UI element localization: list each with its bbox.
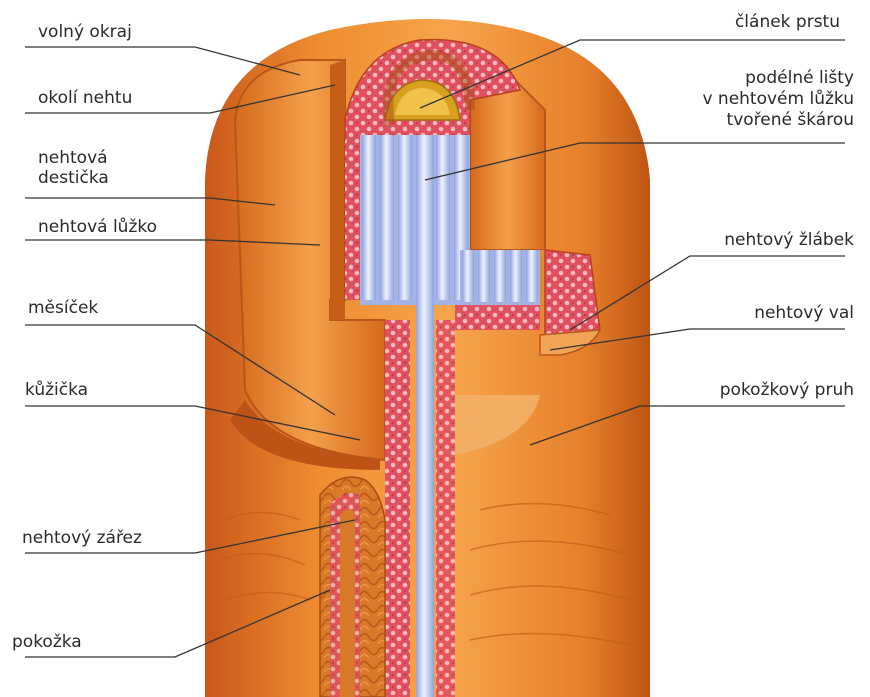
label-podelne-listy: podélné lišty v nehtovém lůžku tvořené š… (702, 68, 854, 131)
leader-nehtove-luzko (25, 240, 320, 245)
leader-podelne-listy (425, 143, 845, 180)
label-volny-okraj: volný okraj (38, 22, 132, 42)
label-okoli-nehtu: okolí nehtu (38, 88, 132, 108)
label-nehtove-luzko: nehtová lůžko (38, 217, 157, 237)
label-pokozkovy-pruh: pokožkový pruh (720, 380, 854, 400)
leader-mesicek (25, 325, 335, 415)
leader-volny-okraj (25, 47, 300, 75)
label-nehtova-desticka: nehtová destička (38, 148, 109, 188)
leader-pokozkovy-pruh (530, 406, 845, 445)
label-mesicek: měsíček (28, 298, 98, 318)
label-nehtovy-zarez: nehtový zářez (22, 528, 142, 548)
leader-nehtovy-val (550, 329, 845, 350)
label-pokozka: pokožka (12, 632, 82, 652)
leader-kuzicka (25, 406, 360, 440)
label-nehtovy-zlabek: nehtový žlábek (724, 230, 854, 250)
leader-nehtova-desticka (25, 198, 275, 205)
label-kuzicka: kůžička (25, 380, 88, 400)
label-nehtovy-val: nehtový val (754, 303, 854, 323)
label-clanek-prstu: článek prstu (735, 12, 840, 32)
